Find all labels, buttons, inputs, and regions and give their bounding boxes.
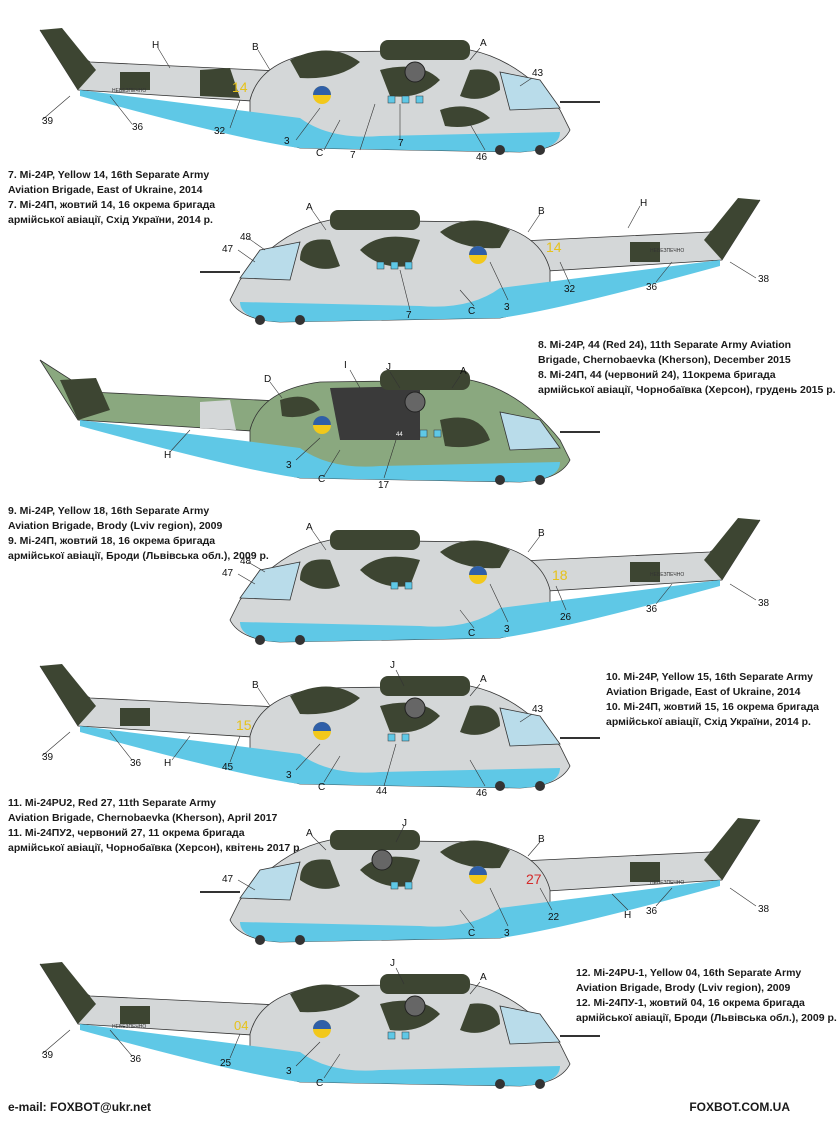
svg-text:3: 3 — [504, 928, 510, 939]
svg-text:3: 3 — [284, 136, 290, 147]
helicopter-profile-2: 14 НЕБЕЗПЕЧНО A B H 47 48 7 C 3 32 36 38 — [200, 198, 770, 325]
svg-text:3: 3 — [504, 624, 510, 635]
svg-text:J: J — [390, 958, 395, 969]
svg-text:26: 26 — [560, 612, 572, 623]
svg-text:48: 48 — [240, 556, 252, 567]
svg-text:7: 7 — [406, 310, 412, 321]
svg-text:H: H — [640, 198, 647, 209]
svg-text:НЕБЕЗПЕЧНО: НЕБЕЗПЕЧНО — [650, 572, 684, 578]
svg-text:C: C — [468, 628, 475, 639]
caption-10: 10. Mi-24P, Yellow 15, 16th Separate Arm… — [606, 671, 819, 728]
helicopter-profile-3: 44 A D I J H 3 C 17 — [39, 359, 600, 491]
svg-text:I: I — [344, 360, 347, 371]
svg-text:A: A — [306, 828, 313, 839]
helicopter-profile-1: 14 НЕБЕЗПЕЧНО A B H 39 36 32 3 C 7 7 46 … — [39, 28, 600, 163]
svg-text:36: 36 — [130, 758, 142, 769]
svg-text:38: 38 — [758, 274, 770, 285]
svg-text:J: J — [390, 660, 395, 671]
svg-text:НЕБЕЗПЕЧНО: НЕБЕЗПЕЧНО — [112, 1024, 146, 1030]
svg-text:A: A — [480, 972, 487, 983]
svg-text:A: A — [306, 202, 313, 213]
svg-text:B: B — [538, 206, 545, 217]
svg-text:B: B — [538, 834, 545, 845]
svg-text:46: 46 — [476, 788, 488, 799]
svg-text:43: 43 — [532, 704, 544, 715]
svg-text:C: C — [468, 306, 475, 317]
svg-text:45: 45 — [222, 762, 234, 773]
caption-11: 11. Mi-24PU2, Red 27, 11th Separate Army… — [8, 797, 303, 854]
svg-text:НЕБЕЗПЕЧНО: НЕБЕЗПЕЧНО — [650, 880, 684, 886]
svg-text:3: 3 — [286, 460, 292, 471]
svg-text:J: J — [386, 362, 391, 373]
svg-text:22: 22 — [548, 912, 560, 923]
svg-text:36: 36 — [132, 122, 144, 133]
helicopter-profile-5: 15 A B J H 39 36 45 3 C 44 46 43 — [39, 660, 600, 799]
svg-text:18: 18 — [552, 567, 568, 583]
svg-text:04: 04 — [234, 1018, 248, 1033]
svg-text:36: 36 — [646, 906, 658, 917]
helicopter-profile-6: 27 НЕБЕЗПЕЧНО A B J 47 C 3 22 H 36 38 — [200, 818, 770, 945]
svg-text:J: J — [402, 818, 407, 829]
svg-text:36: 36 — [646, 282, 658, 293]
svg-text:44: 44 — [396, 432, 403, 438]
svg-text:A: A — [460, 366, 467, 377]
svg-text:38: 38 — [758, 598, 770, 609]
svg-text:C: C — [316, 148, 323, 159]
caption-8: 8. Mi-24P, 44 (Red 24), 11th Separate Ar… — [538, 339, 836, 396]
svg-text:15: 15 — [236, 717, 252, 733]
svg-text:32: 32 — [564, 284, 576, 295]
svg-text:B: B — [252, 680, 259, 691]
footer-site: FOXBOT.COM.UA — [689, 1100, 790, 1114]
svg-text:A: A — [480, 38, 487, 49]
tail-code: 14 — [232, 79, 248, 95]
svg-text:47: 47 — [222, 874, 234, 885]
svg-text:НЕБЕЗПЕЧНО: НЕБЕЗПЕЧНО — [112, 88, 146, 94]
svg-text:32: 32 — [214, 126, 226, 137]
svg-text:H: H — [624, 910, 631, 921]
helicopter-profile-4: 18 НЕБЕЗПЕЧНО A B 47 48 C 3 26 36 38 — [222, 518, 770, 645]
svg-text:39: 39 — [42, 752, 54, 763]
svg-text:C: C — [468, 928, 475, 939]
caption-12: 12. Mi-24PU-1, Yellow 04, 16th Separate … — [576, 967, 837, 1024]
svg-text:47: 47 — [222, 568, 234, 579]
svg-text:3: 3 — [286, 770, 292, 781]
svg-text:39: 39 — [42, 116, 54, 127]
svg-text:НЕБЕЗПЕЧНО: НЕБЕЗПЕЧНО — [650, 248, 684, 254]
svg-text:B: B — [538, 528, 545, 539]
svg-text:36: 36 — [646, 604, 658, 615]
svg-text:H: H — [164, 758, 171, 769]
svg-text:17: 17 — [378, 480, 390, 491]
svg-text:47: 47 — [222, 244, 234, 255]
svg-text:A: A — [306, 522, 313, 533]
svg-text:H: H — [164, 450, 171, 461]
svg-text:39: 39 — [42, 1050, 54, 1061]
caption-9: 9. Mi-24P, Yellow 18, 16th Separate Army… — [8, 505, 269, 562]
svg-text:27: 27 — [526, 871, 542, 887]
svg-text:A: A — [480, 674, 487, 685]
svg-text:44: 44 — [376, 786, 388, 797]
svg-text:7: 7 — [398, 138, 404, 149]
footer-email: e-mail: FOXBOT@ukr.net — [8, 1100, 152, 1114]
svg-text:36: 36 — [130, 1054, 142, 1065]
svg-text:48: 48 — [240, 232, 252, 243]
svg-text:25: 25 — [220, 1058, 232, 1069]
svg-text:3: 3 — [504, 302, 510, 313]
svg-text:C: C — [316, 1078, 323, 1089]
svg-text:D: D — [264, 374, 271, 385]
svg-text:43: 43 — [532, 68, 544, 79]
svg-text:C: C — [318, 782, 325, 793]
svg-text:3: 3 — [286, 1066, 292, 1077]
svg-text:B: B — [252, 42, 259, 53]
caption-7: 7. Mi-24P, Yellow 14, 16th Separate Army… — [8, 169, 216, 226]
svg-text:H: H — [152, 40, 159, 51]
svg-text:7: 7 — [350, 150, 356, 161]
svg-text:38: 38 — [758, 904, 770, 915]
svg-text:C: C — [318, 474, 325, 485]
svg-text:14: 14 — [546, 239, 562, 255]
helicopter-profile-7: 04 НЕБЕЗПЕЧНО A J 39 36 25 3 C — [39, 958, 600, 1089]
svg-text:46: 46 — [476, 152, 488, 163]
